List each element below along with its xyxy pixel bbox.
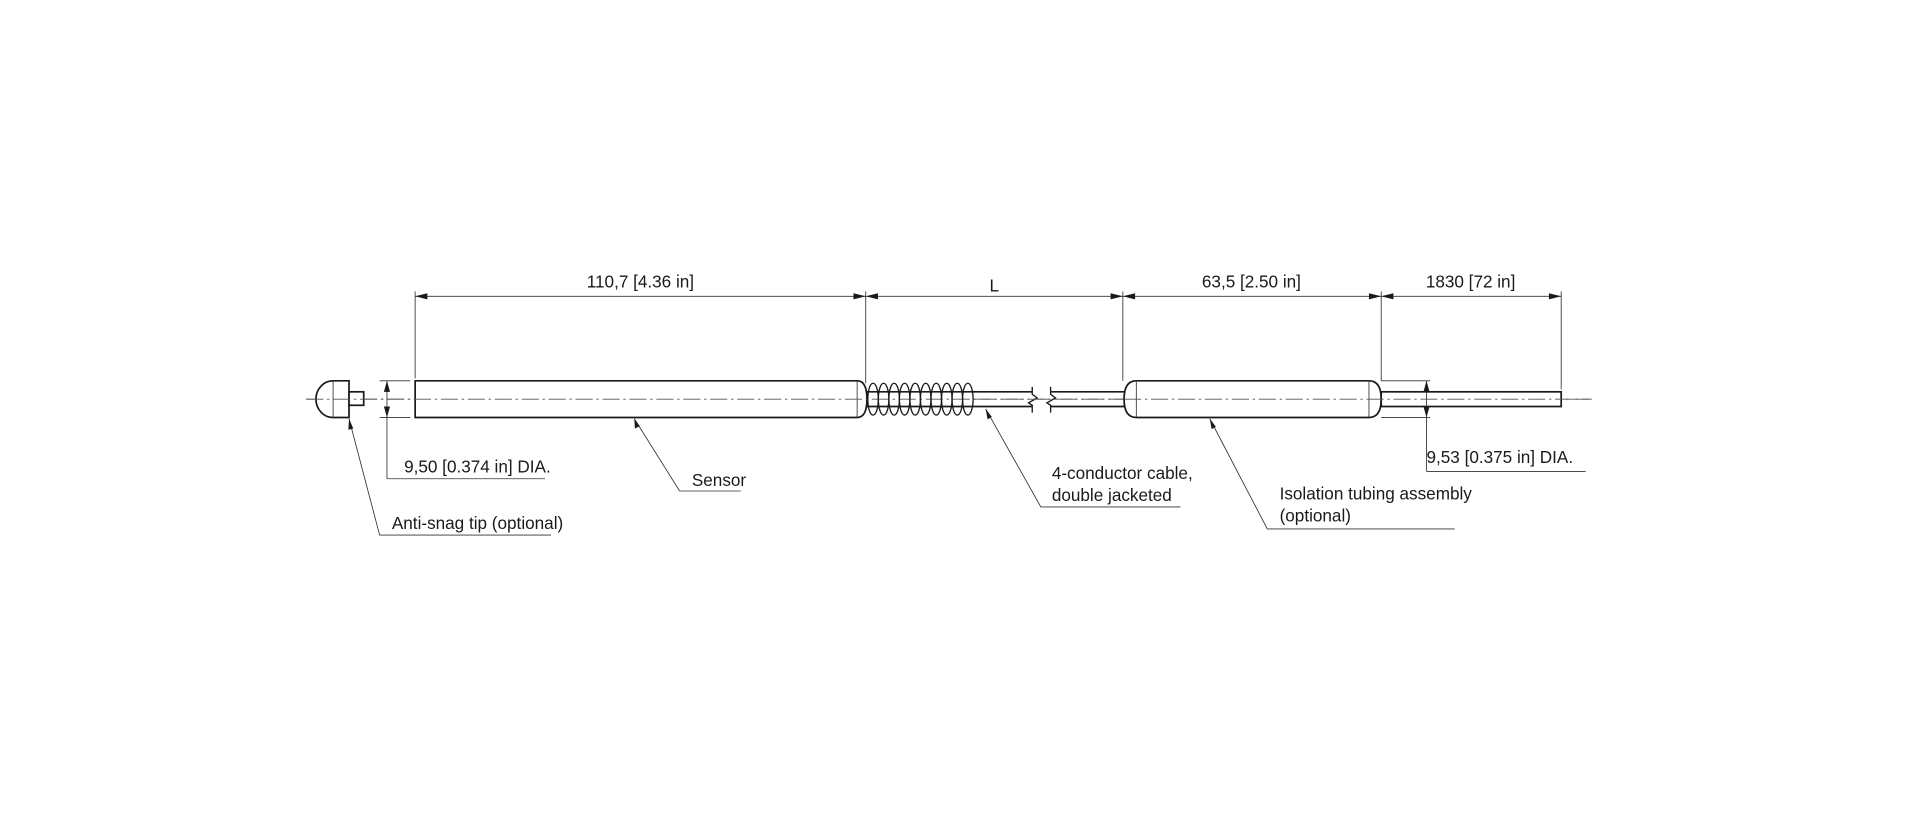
callout-sensor-label: Sensor	[692, 470, 747, 490]
lead-length-label: 1830 [72 in]	[1426, 272, 1516, 292]
isolation-diameter-dimension: 9,53 [0.375 in] DIA.	[1381, 380, 1586, 472]
isolation-tubing	[1123, 379, 1592, 419]
callout-isolation-label-2: (optional)	[1280, 506, 1351, 526]
callout-isolation-label-1: Isolation tubing assembly	[1280, 484, 1473, 504]
callout-cable: 4-conductor cable, double jacketed	[985, 408, 1193, 508]
callout-cable-label-1: 4-conductor cable,	[1052, 463, 1193, 483]
dimension-arrowhead	[1368, 293, 1382, 300]
dimension-arrowhead	[1381, 293, 1394, 300]
callout-sensor: Sensor	[633, 418, 747, 492]
dimension-arrowhead	[1110, 293, 1123, 300]
isolation-diameter-label: 9,53 [0.375 in] DIA.	[1427, 447, 1574, 467]
callout-cable-label-2: double jacketed	[1052, 485, 1172, 505]
length-dimensions: 110,7 [4.36 in] L 63,5 [2.50 in] 1830 [7…	[414, 272, 1562, 390]
cable-length-label: L	[990, 275, 1000, 295]
spring-coil	[961, 382, 974, 416]
dimension-arrowhead	[1548, 293, 1562, 300]
strain-relief-spring	[866, 382, 974, 416]
callout-isolation: Isolation tubing assembly (optional)	[1209, 418, 1473, 530]
isolation-length-label: 63,5 [2.50 in]	[1202, 272, 1301, 292]
sensor-diameter-dimension: 9,50 [0.374 in] DIA.	[379, 380, 551, 480]
dimension-arrowhead	[1122, 293, 1136, 300]
dimension-arrowhead	[865, 293, 878, 300]
cable	[973, 386, 1125, 413]
callout-anti-snag: Anti-snag tip (optional)	[348, 418, 563, 536]
anti-snag-tip	[315, 379, 365, 419]
dimension-arrowhead	[853, 293, 866, 300]
sensor-body	[306, 379, 868, 419]
callout-anti-snag-label: Anti-snag tip (optional)	[392, 513, 563, 533]
dimension-arrowhead	[415, 293, 428, 300]
sensor-length-label: 110,7 [4.36 in]	[587, 272, 694, 292]
sensor-diameter-label: 9,50 [0.374 in] DIA.	[404, 457, 551, 477]
